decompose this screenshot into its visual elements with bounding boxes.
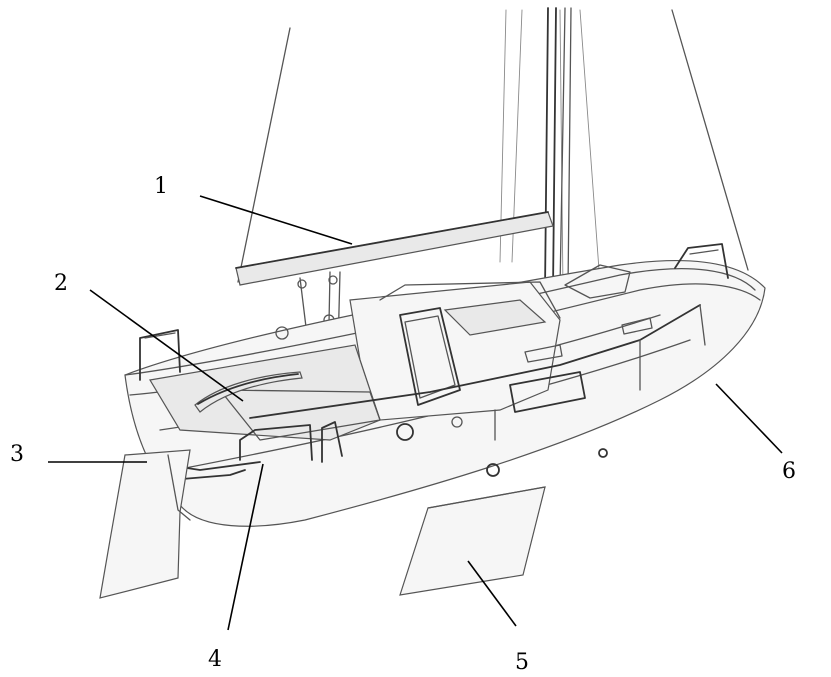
leader-line-4: [227, 463, 264, 631]
mast: [544, 7, 572, 291]
rigging: [237, 9, 749, 353]
callout-5: 5: [515, 650, 529, 675]
callout-4: 4: [208, 647, 222, 672]
cockpit: [149, 326, 463, 441]
leader-line-5: [467, 560, 517, 627]
leader-line-6: [715, 383, 783, 454]
rudder: [99, 449, 191, 599]
leader-line-2: [89, 289, 244, 402]
leader-line-1: [199, 195, 353, 245]
keel: [399, 486, 546, 596]
callout-2: 2: [54, 271, 68, 296]
cabin: [349, 264, 653, 421]
callout-3: 3: [10, 442, 24, 467]
leader-lines: [48, 195, 783, 631]
callout-1: 1: [154, 174, 168, 199]
callout-labels: 1 2 3 4 5 6: [10, 174, 796, 675]
callout-6: 6: [782, 459, 796, 484]
